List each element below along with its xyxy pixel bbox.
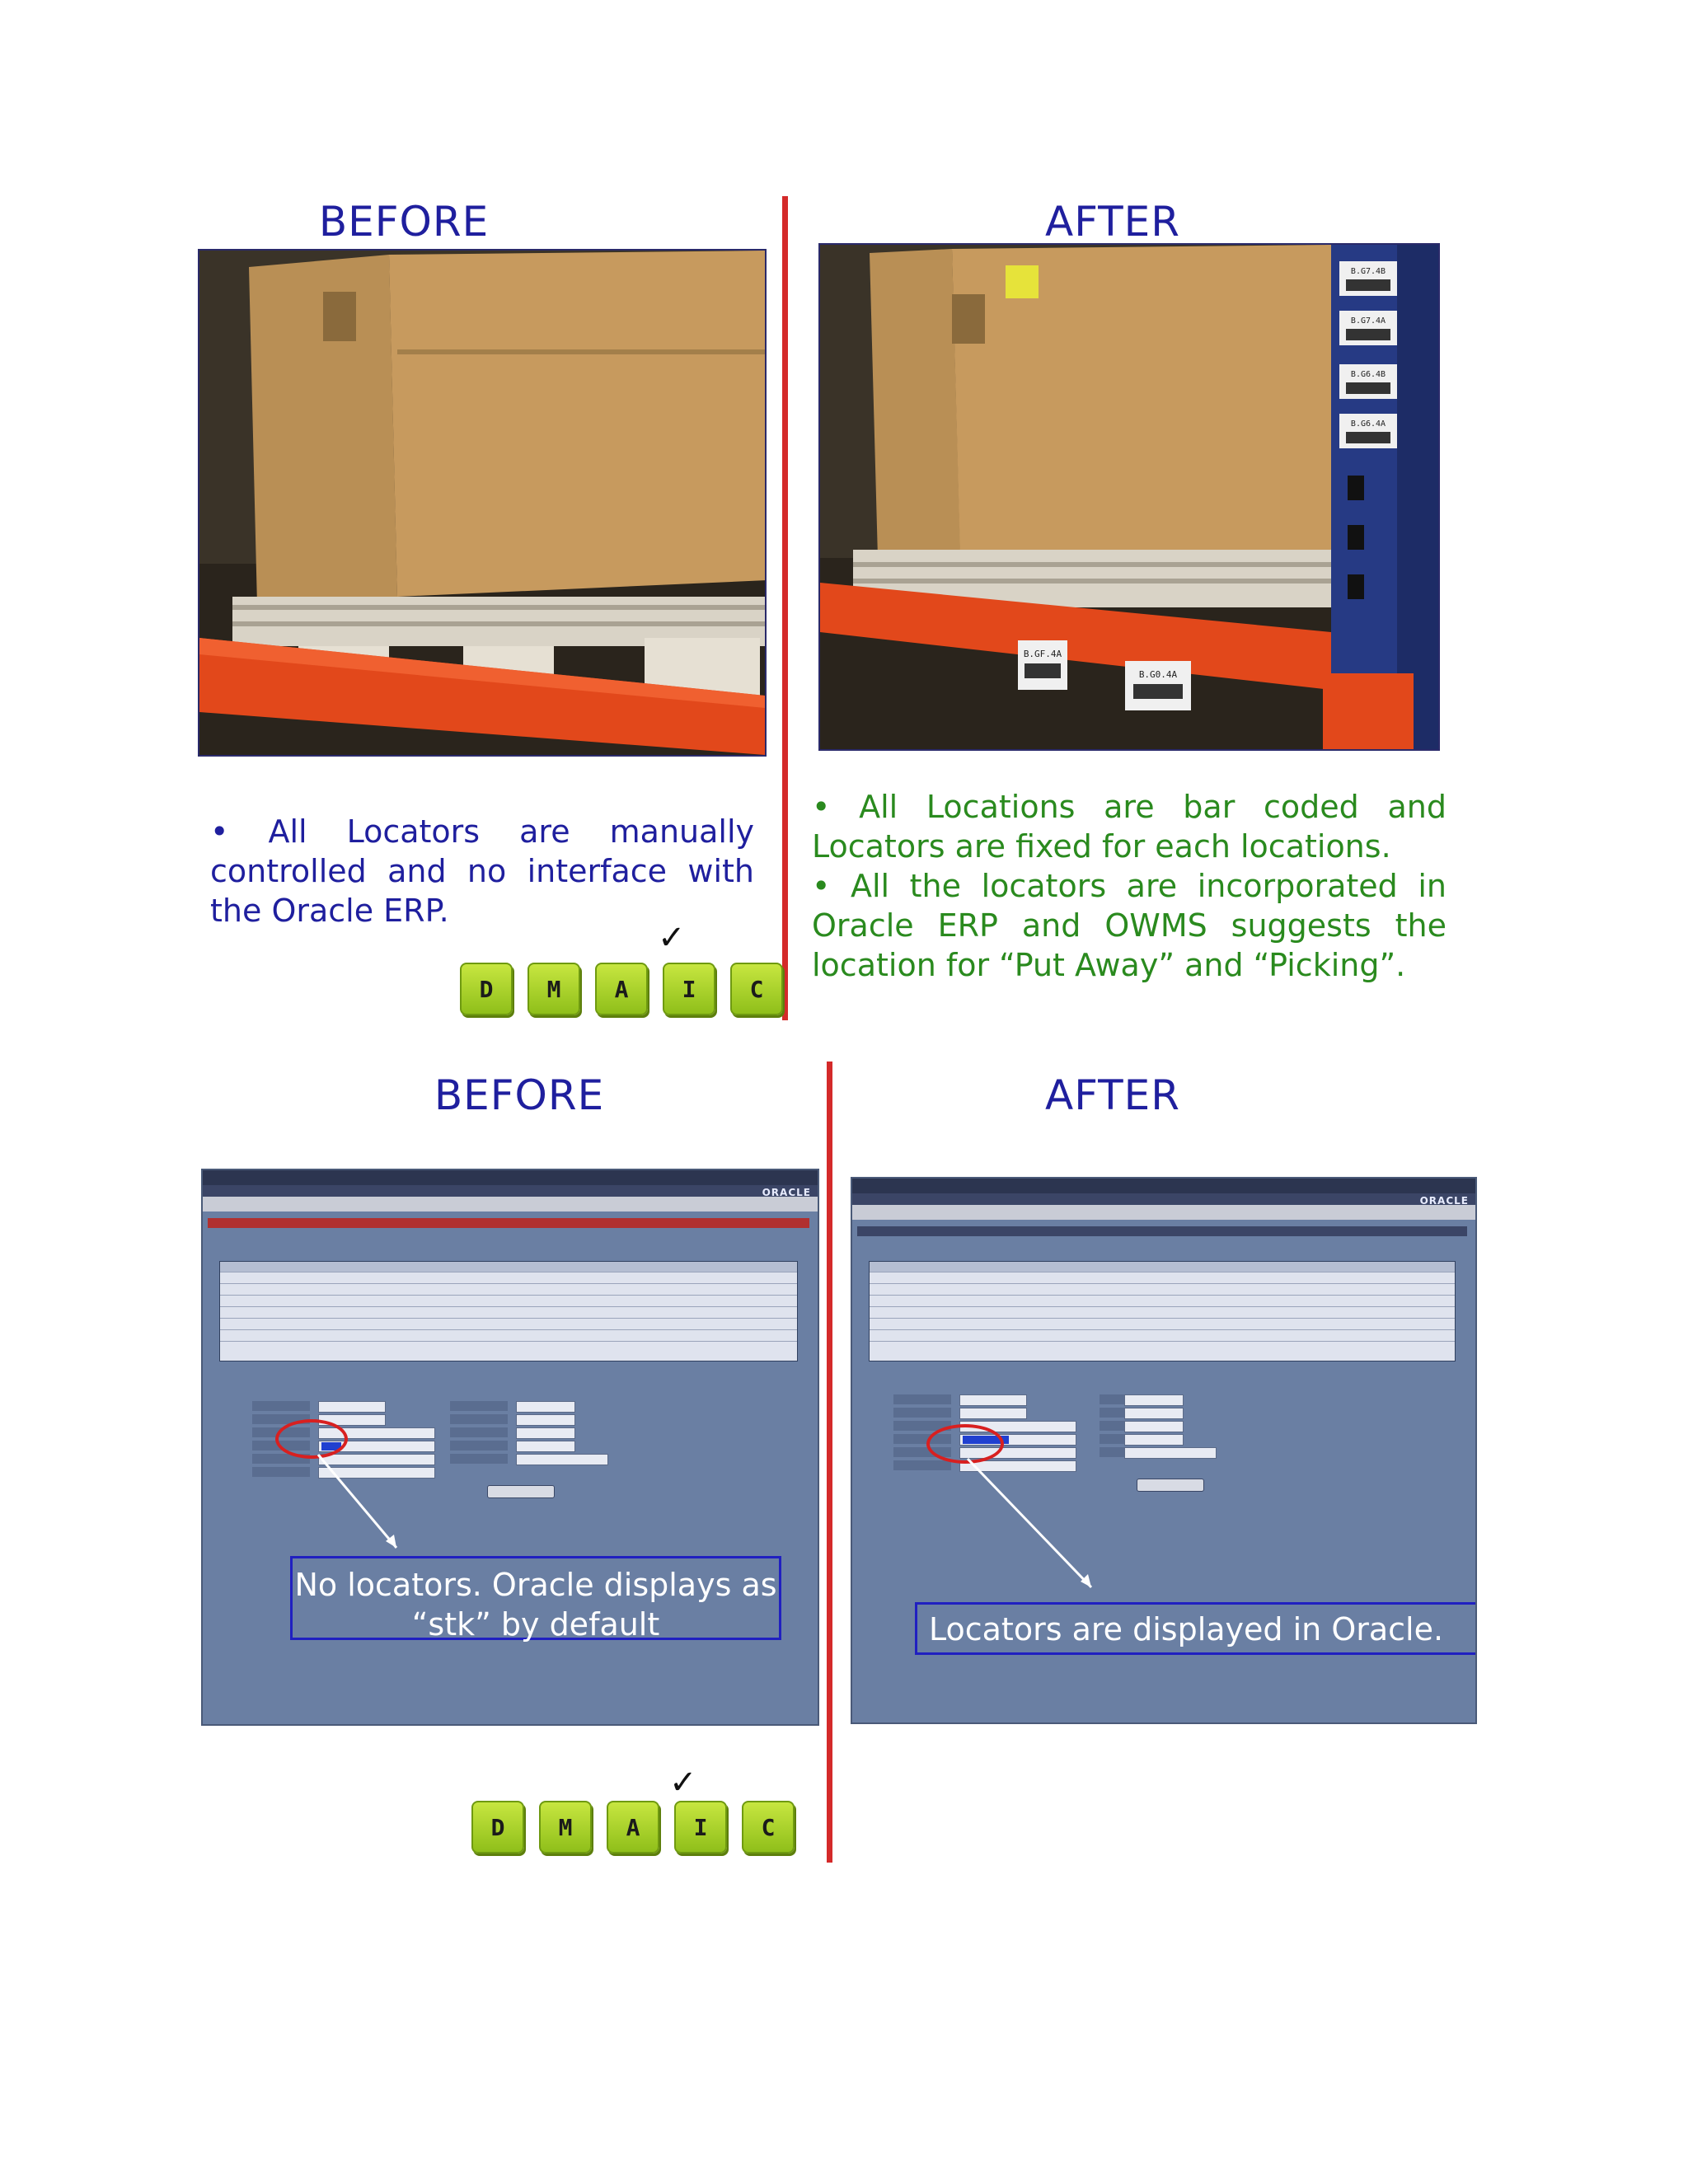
- header-button[interactable]: [487, 1485, 555, 1498]
- dmaic-key-a: A: [607, 1801, 659, 1854]
- transactions-grid: [869, 1261, 1456, 1361]
- oracle-logo: ORACLE: [1419, 1195, 1469, 1207]
- oracle-logo: ORACLE: [762, 1187, 811, 1198]
- bottom-divider: [827, 1062, 832, 1863]
- dmaic-key-i: I: [674, 1801, 727, 1854]
- highlight-ellipse: [275, 1419, 348, 1459]
- top-before-heading: BEFORE: [318, 198, 490, 246]
- dmaic-key-d: D: [460, 963, 513, 1015]
- transactions-grid: [219, 1261, 798, 1361]
- bottom-after-heading: AFTER: [1045, 1071, 1180, 1119]
- after-oracle-screenshot: ORACLE Locators are displayed in Oracle.: [851, 1177, 1477, 1724]
- dmaic-key-c: C: [730, 963, 783, 1015]
- check-mark-icon: ✓: [658, 919, 686, 957]
- dmaic-key-a: A: [595, 963, 648, 1015]
- check-mark-icon: ✓: [669, 1764, 697, 1802]
- after-description-2: • All the locators are incorporated in O…: [812, 868, 1447, 983]
- top-after-heading: AFTER: [1045, 198, 1180, 246]
- dmaic-key-m: M: [539, 1801, 592, 1854]
- after-rack-photo: B.G7.4B B.G7.4A B.G6.4B B.G6.4A B.GF.4A …: [818, 243, 1440, 751]
- dmaic-steps-top: D M A I C: [460, 963, 783, 1015]
- after-callout: Locators are displayed in Oracle.: [915, 1602, 1475, 1655]
- rack-label: B.GF.4A: [1024, 649, 1062, 659]
- after-description-1: • All Locations are bar coded and Locato…: [812, 789, 1447, 865]
- bottom-before-heading: BEFORE: [434, 1071, 605, 1119]
- dmaic-key-i: I: [663, 963, 715, 1015]
- dmaic-key-c: C: [742, 1801, 795, 1854]
- before-callout: No locators. Oracle displays as “stk” by…: [290, 1556, 781, 1643]
- rack-label: B.G7.4A: [1351, 316, 1386, 326]
- rack-label: B.G6.4A: [1351, 419, 1386, 429]
- highlight-ellipse: [926, 1424, 1004, 1464]
- dmaic-key-m: M: [528, 963, 580, 1015]
- top-divider: [782, 196, 788, 1020]
- before-rack-photo: [198, 249, 767, 757]
- dmaic-steps-bottom: D M A I C: [471, 1801, 795, 1854]
- before-description: • All Locators are manually controlled a…: [210, 813, 754, 929]
- rack-label: B.G7.4B: [1351, 267, 1386, 276]
- rack-label: B.G6.4B: [1351, 370, 1386, 379]
- header-button[interactable]: [1137, 1479, 1204, 1492]
- dmaic-key-d: D: [471, 1801, 524, 1854]
- before-oracle-screenshot: ORACLE No locators. Oracle displays as “…: [201, 1169, 819, 1726]
- rack-label: B.G0.4A: [1139, 669, 1178, 680]
